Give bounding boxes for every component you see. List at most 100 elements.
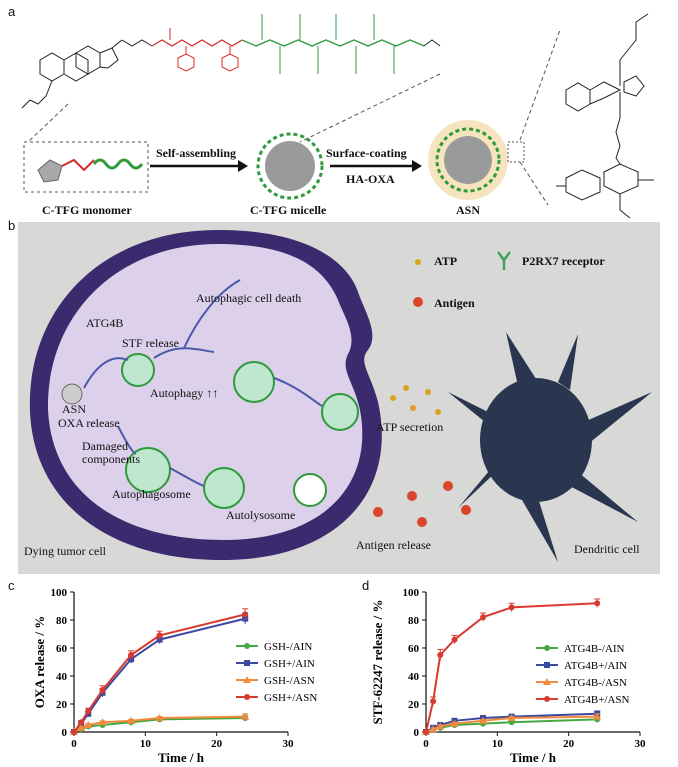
chart-d-series-2-point [436,722,445,730]
chart-c-ytick-label: 60 [56,643,68,655]
label-stf-release: STF release [122,336,179,350]
chart-d-legend-1-marker [544,662,550,668]
micelle-icon [256,132,324,200]
chart-d-xlabel: Time / h [510,750,557,765]
antigen-particles [373,297,471,527]
chart-c-series-3-point [99,687,106,693]
chart-d-ytick-label: 100 [403,587,420,599]
chart-d-ylabel: STF-62247 release / % [370,599,385,724]
red-peptide-chain [151,39,243,47]
chart-c-xtick-label: 20 [211,738,223,750]
label-atg4b: ATG4B [86,316,124,330]
chart-d-xtick-label: 30 [635,738,647,750]
label-autophagy: Autophagy ↑↑ [150,386,219,400]
item-label-asn: ASN [456,203,481,217]
chemical-structure [21,14,441,109]
panel-label-d: d [362,578,370,593]
asn-icon [428,120,525,200]
green-peptide-chain [241,39,425,47]
chart-c-series-3-point [85,708,92,714]
linker [121,39,153,47]
atp-particles [390,259,441,415]
chart-d-ytick-label: 40 [408,671,420,683]
legend-atp: ATP [434,254,458,268]
chart-d-series-3-point [451,636,458,643]
chart-c-series-3-point [156,632,163,639]
chart-c-series-3-point [242,611,249,618]
chart-c-legend-1-label: GSH+/AIN [264,658,315,670]
chart-d-ytick-label: 80 [408,615,420,627]
chart-d-legend-0-label: ATG4B-/AIN [564,643,625,655]
chart-d-series-3-point [480,614,487,621]
chart-d-ytick-label: 60 [408,643,420,655]
chart-c-ylabel: OXA release / % [32,616,47,709]
chart-c-legend-1-marker [244,660,250,666]
chart-c-ytick-label: 20 [56,699,68,711]
chart-d-ytick-label: 0 [414,727,420,739]
zoom-line-asn-down [519,161,549,206]
chart-c-series-3-point [78,719,85,726]
chart-d-series-3-point [423,729,429,735]
chart-d-legend-3-label: ATG4B+/ASN [564,694,630,706]
sterol-rings [21,39,123,109]
chart-d-xtick-label: 10 [492,738,504,750]
chart-d-legend-1-label: ATG4B+/AIN [564,660,627,672]
p2rx7-receptor-icon [497,251,511,270]
panel-label-b: b [8,218,16,233]
chart-c-series-2-point [155,714,164,721]
vesicles [61,353,359,509]
legend-antigen: Antigen [434,296,475,310]
dendritic-cell-shape [448,332,652,562]
chart-d-series-2-point [593,712,602,720]
chart-d-xtick-label: 20 [563,738,575,750]
chart-c-ytick-label: 0 [62,727,68,739]
chart-c-legend-2-label: GSH-/ASN [264,675,315,687]
chart-c-series-2-point [84,721,93,728]
monomer-icon [37,158,144,183]
label-autolysosome: Autolysosome [226,508,296,522]
chart-c-series-2-point [77,723,86,731]
label-autophagic-cell-death: Autophagic cell death [196,291,302,305]
chart-c-xtick-label: 0 [71,738,77,750]
label-atp-secretion: ATP secretion [376,420,444,434]
chart-c-legend-2-marker [243,676,251,683]
chart-c-xtick-label: 10 [140,738,152,750]
chart-d-series-2-point [479,716,488,724]
label-oxa-release: OXA release [58,416,120,430]
chart-c-legend-0-label: GSH-/AIN [264,641,312,653]
chart-d-series-3-point [594,600,601,607]
panel-b-illustration [18,222,660,574]
zoom-line-right [299,73,441,143]
legend-p2rx7-receptor: P2RX7 receptor [522,254,605,268]
label-autophagosome: Autophagosome [112,487,191,501]
chart-c-legend-3-marker [244,694,250,700]
step-label-self-assembling: Self-assembling [156,146,237,160]
label-dying-tumor-cell: Dying tumor cell [24,544,106,558]
label-antigen-release: Antigen release [356,538,431,552]
chart-d-series-2-point [429,725,438,733]
chart-c-ytick-label: 100 [51,587,68,599]
chart-c-ytick-label: 40 [56,671,68,683]
step-label-surface-coating: Surface-coating [326,146,407,160]
coating-agent-label: HA-OXA [346,172,395,186]
pathway-arrows [83,279,323,487]
chart-c-xtick-label: 30 [283,738,295,750]
chart-d-ytick-label: 20 [408,699,420,711]
label-asn: ASN [62,402,87,416]
panel-label-a: a [8,4,16,19]
chart-c-series-2-point [98,718,107,726]
label-damaged-components: Damaged components [82,439,140,466]
panel-a-schematic [21,13,654,219]
chart-c-series-2-point [241,712,250,720]
chart-c-legend-0-marker [244,643,250,649]
monomer-box [23,141,149,193]
chart-d-legend-3-marker [544,696,550,702]
chart-d-series-3-point [430,698,437,705]
item-label-micelle: C-TFG micelle [250,203,327,217]
chart-c-legend-3-label: GSH+/ASN [264,692,317,704]
panel-label-c: c [8,578,15,593]
chart-c-xlabel: Time / h [158,750,205,765]
chart-d-legend-2-marker [543,678,551,685]
